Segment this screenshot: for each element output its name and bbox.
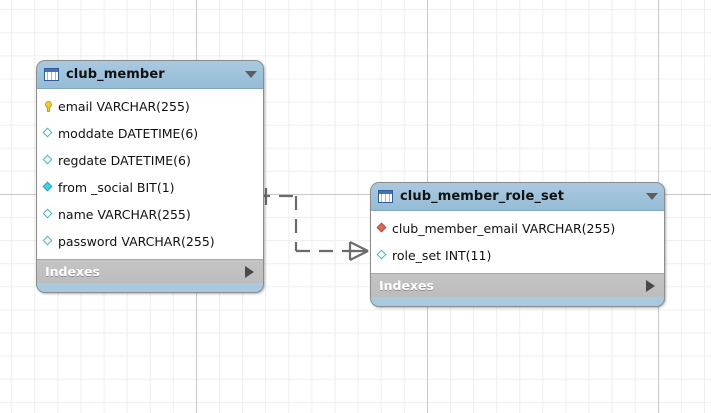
chevron-down-icon[interactable] [646,193,658,200]
column-label: password VARCHAR(255) [58,234,215,249]
table-row[interactable]: password VARCHAR(255) [37,228,263,255]
column-nullable-icon [43,128,54,139]
table-row[interactable]: from _social BIT(1) [37,174,263,201]
column-notnull-icon [43,182,54,193]
table-footer [371,297,664,306]
table-columns-club-member: email VARCHAR(255) moddate DATETIME(6) r… [37,89,263,259]
table-icon [378,190,393,203]
table-row[interactable]: email VARCHAR(255) [37,93,263,120]
column-label: club_member_email VARCHAR(255) [392,221,616,236]
table-header-club-member-role-set[interactable]: club_member_role_set [371,183,664,211]
primary-key-icon [43,101,54,112]
table-columns-club-member-role-set: club_member_email VARCHAR(255) role_set … [371,211,664,273]
table-title: club_member_role_set [400,189,565,204]
table-footer [37,283,263,292]
indexes-label: Indexes [379,278,434,293]
column-label: role_set INT(11) [392,248,492,263]
indexes-section-club-member-role-set[interactable]: Indexes [371,273,664,297]
column-nullable-icon [43,236,54,247]
column-label: name VARCHAR(255) [58,207,191,222]
indexes-label: Indexes [45,264,100,279]
chevron-down-icon[interactable] [245,71,257,78]
table-row[interactable]: regdate DATETIME(6) [37,147,263,174]
table-row[interactable]: role_set INT(11) [371,242,664,269]
column-nullable-icon [43,209,54,220]
table-header-club-member[interactable]: club_member [37,61,263,89]
column-nullable-icon [43,155,54,166]
table-node-club-member[interactable]: club_member email VARCHAR(255) moddate D… [36,60,264,293]
table-title: club_member [66,67,165,82]
table-row[interactable]: club_member_email VARCHAR(255) [371,215,664,242]
foreign-key-icon [377,223,388,234]
column-label: from _social BIT(1) [58,180,175,195]
column-label: moddate DATETIME(6) [58,126,199,141]
table-row[interactable]: name VARCHAR(255) [37,201,263,228]
table-node-club-member-role-set[interactable]: club_member_role_set club_member_email V… [370,182,665,307]
indexes-section-club-member[interactable]: Indexes [37,259,263,283]
cardinality-many-marker [348,241,369,261]
column-nullable-icon [377,250,388,261]
triangle-right-icon[interactable] [646,279,655,292]
column-label: regdate DATETIME(6) [58,153,191,168]
table-row[interactable]: moddate DATETIME(6) [37,120,263,147]
table-icon [44,68,59,81]
triangle-right-icon[interactable] [245,265,254,278]
column-label: email VARCHAR(255) [58,99,190,114]
